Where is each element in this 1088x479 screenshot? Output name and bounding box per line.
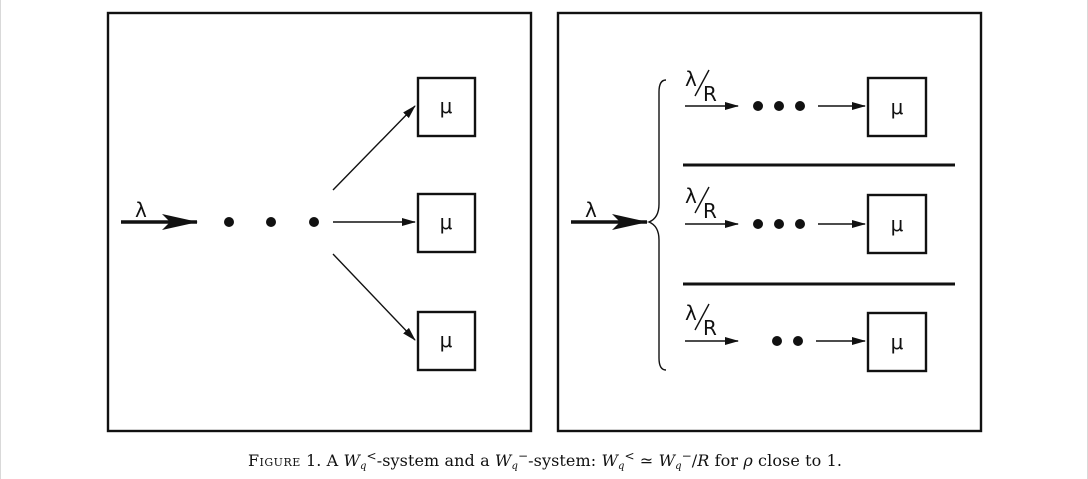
figure-caption: Figure 1. A Wq<-system and a Wq−-system:… [1,446,1088,477]
caption-text: -system and a [376,451,490,470]
math-superscript: − [517,449,529,463]
math-superscript: < [624,449,635,463]
right-panel: λ λ R μ λ R [556,11,983,433]
queue-dot [795,219,805,229]
subsystem-row: λ R μ [685,301,928,373]
math-operator: / [691,451,698,470]
math-symbol: ρ [743,451,753,470]
queue-dot [774,101,784,111]
right-panel-frame [556,11,983,433]
server-box [866,193,928,255]
math-superscript: < [366,449,377,463]
split-rate-numerator: λ [685,67,697,91]
math-superscript: − [681,449,692,463]
server-rate-label: μ [891,212,904,236]
subsystem-row: λ R μ [685,184,928,255]
queue-dot [753,101,763,111]
server-rate-label: μ [440,328,453,352]
split-rate-numerator: λ [685,301,697,325]
left-panel: λ μ μ μ [106,11,533,433]
dispatch-arrow-bottom [332,253,416,341]
math-symbol: W [343,451,361,470]
server-rate-label: μ [440,210,453,234]
queue-dot [224,217,234,227]
math-subscript: q [511,461,518,472]
left-panel-frame [106,11,533,433]
server-box [866,76,928,138]
dispatch-arrow-top [332,105,416,191]
split-rate-denominator: R [703,82,717,106]
math-symbol: W [601,451,619,470]
caption-text: -system: [528,451,597,470]
queue-dot [772,336,782,346]
math-symbol: W [658,451,676,470]
caption-text: for [714,451,739,470]
queue-dot [793,336,803,346]
caption-label: Figure [247,451,301,470]
queue-dot [309,217,319,227]
math-subscript: q [618,461,625,472]
queue-dot [795,101,805,111]
server-box [416,192,477,254]
caption-text: close to 1. [758,451,843,470]
split-rate-denominator: R [703,199,717,223]
math-operator: ≃ [639,451,654,470]
server-rate-label: μ [891,330,904,354]
subsystem-row: λ R μ [685,67,928,138]
math-symbol: W [494,451,512,470]
queue-dot [266,217,276,227]
fraction-slash [694,186,710,214]
arrival-rate-label: λ [135,198,147,222]
server-box [866,311,928,373]
math-subscript: q [360,461,367,472]
server-box [416,310,477,372]
queue-dot [753,219,763,229]
server-box [416,76,477,138]
caption-text: A [326,451,339,470]
fraction-slash [694,303,710,331]
server-rate-label: μ [440,94,453,118]
split-brace [647,79,667,371]
server-rate-label: μ [891,95,904,119]
caption-number: 1. [305,451,322,470]
math-subscript: q [675,461,682,472]
split-rate-denominator: R [703,316,717,340]
arrival-rate-label: λ [585,198,597,222]
fraction-slash [694,69,710,97]
split-rate-numerator: λ [685,184,697,208]
math-symbol: R [697,451,710,470]
queueing-figure: λ μ μ μ λ λ R [106,11,983,433]
queue-dot [774,219,784,229]
